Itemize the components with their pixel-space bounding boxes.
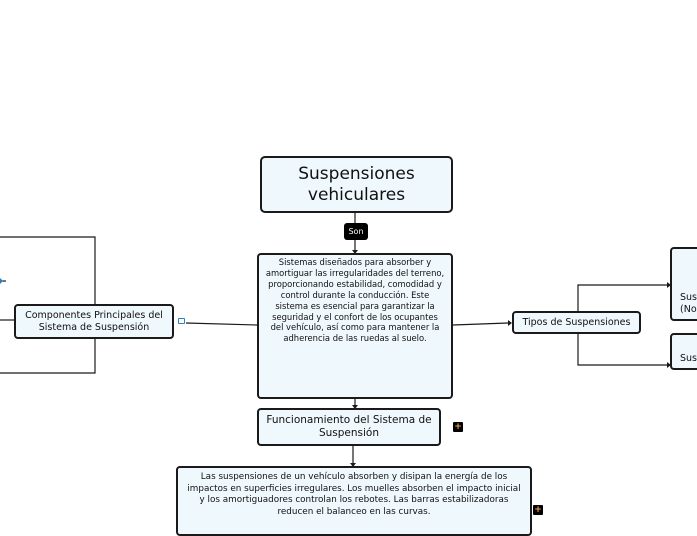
- type-child-node-2[interactable]: Susp: [670, 333, 697, 370]
- type-child-title-2: Susp: [680, 353, 697, 364]
- arrow-types-child-2: [667, 362, 671, 368]
- operation-title: Funcionamiento del Sistema de Suspensión: [266, 414, 432, 439]
- definition-node[interactable]: Sistemas diseñados para absorber y amort…: [257, 253, 453, 399]
- components-title: Componentes Principales del Sistema de S…: [25, 309, 163, 333]
- arrow-left-edge: [0, 278, 3, 284]
- link-components-branch-top: [0, 236, 96, 304]
- arrow-types-child-1: [667, 282, 671, 288]
- arrow-description: [350, 463, 356, 467]
- arrow-definition: [352, 250, 358, 254]
- link-types-child-1: [577, 284, 667, 320]
- operation-node[interactable]: Funcionamiento del Sistema de Suspensión: [257, 408, 441, 446]
- type-child-title-1: Sus (No: [680, 292, 697, 315]
- types-node[interactable]: Tipos de Suspensiones: [512, 311, 641, 334]
- components-node[interactable]: Componentes Principales del Sistema de S…: [14, 304, 174, 339]
- connector-lines: [0, 213, 671, 467]
- types-title: Tipos de Suspensiones: [522, 317, 631, 328]
- note-icon[interactable]: [178, 318, 185, 324]
- link-definition-components: [185, 322, 258, 326]
- description-text: Las suspensiones de un vehículo absorben…: [187, 472, 521, 517]
- link-types-child-2: [577, 326, 667, 366]
- description-node[interactable]: Las suspensiones de un vehículo absorben…: [176, 466, 532, 536]
- expand-plus-icon[interactable]: +: [453, 422, 463, 432]
- root-title: Suspensiones vehiculares: [298, 163, 415, 205]
- link-components-branch-bottom: [0, 339, 96, 374]
- definition-text: Sistemas diseñados para absorber y amort…: [265, 257, 445, 344]
- type-child-node-1[interactable]: Sus (No: [670, 247, 697, 321]
- root-node[interactable]: Suspensiones vehiculares: [260, 156, 453, 213]
- link-definition-types: [452, 322, 509, 326]
- arrow-types: [508, 320, 512, 326]
- connector-label[interactable]: Son: [344, 223, 368, 240]
- arrow-operation: [352, 405, 358, 409]
- expand-plus-icon-2[interactable]: +: [533, 505, 543, 515]
